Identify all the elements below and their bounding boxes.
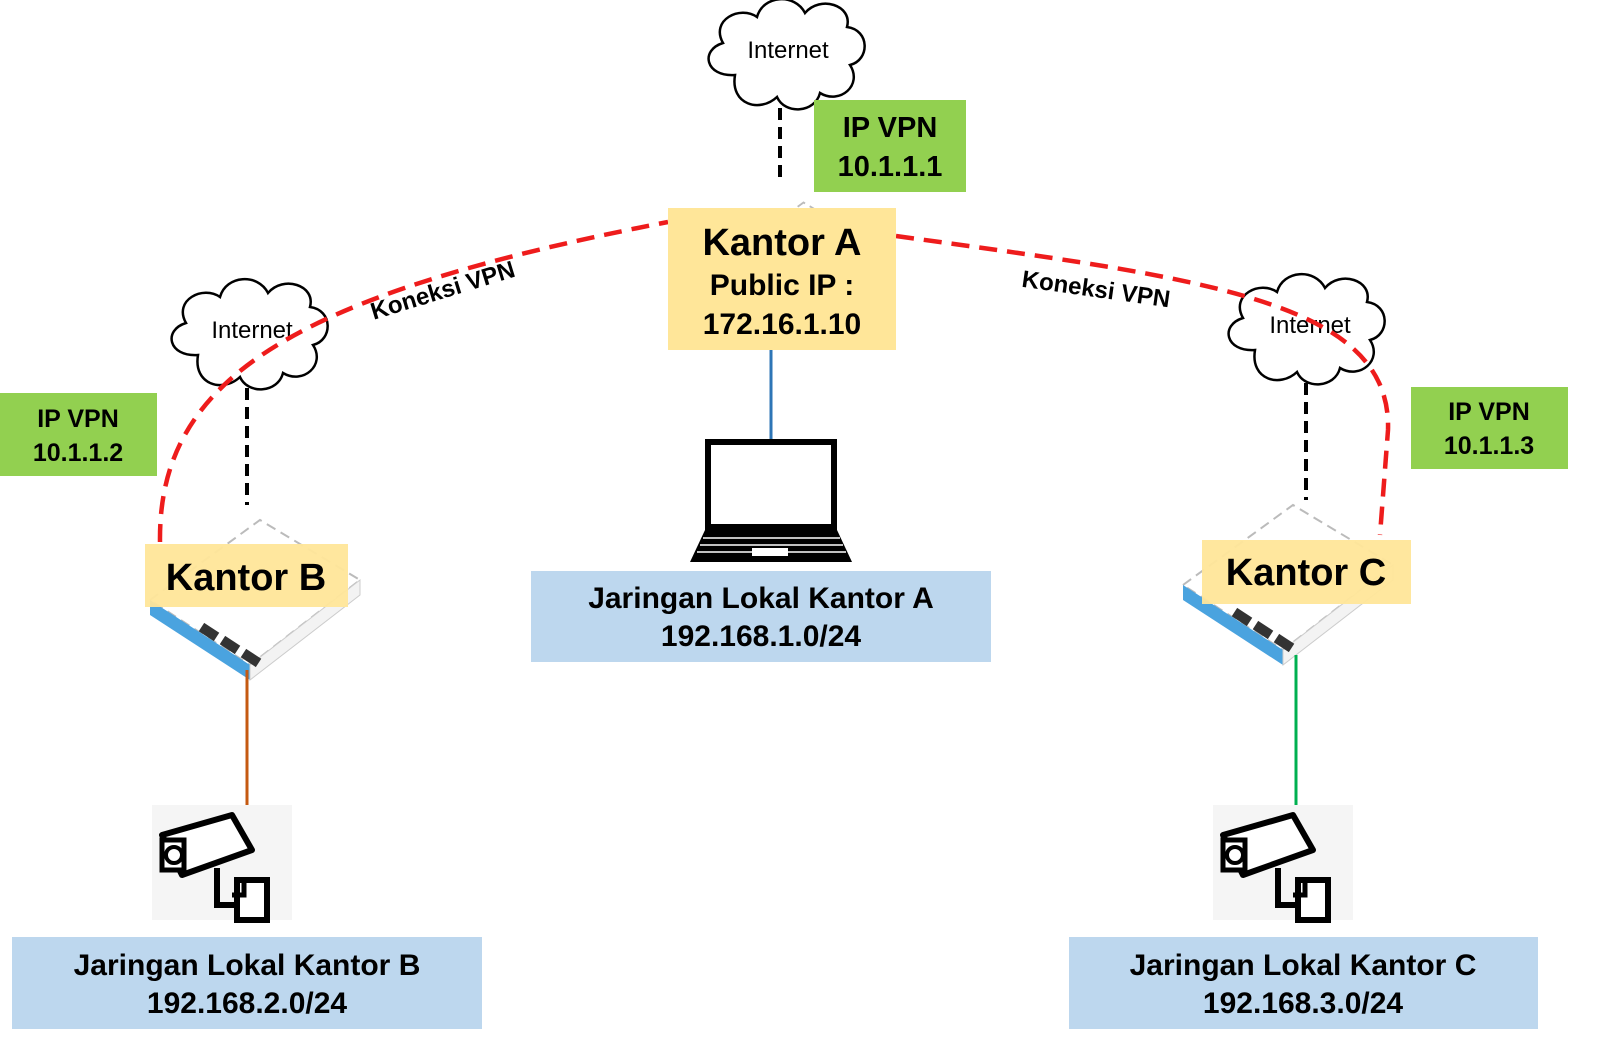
office-box-a: Kantor A Public IP : 172.16.1.10 <box>668 208 896 350</box>
lan-subnet: 192.168.2.0/24 <box>147 987 348 1020</box>
ip-vpn-address: 10.1.1.2 <box>33 439 123 467</box>
office-name: Kantor C <box>1226 552 1386 594</box>
ip-vpn-address: 10.1.1.1 <box>838 151 943 183</box>
lan-name: Jaringan Lokal Kantor C <box>1130 949 1477 982</box>
public-ip-value: 172.16.1.10 <box>703 308 861 341</box>
ip-vpn-box-a: IP VPN 10.1.1.1 <box>814 100 966 192</box>
lan-name: Jaringan Lokal Kantor B <box>74 949 421 982</box>
lan-box-a: Jaringan Lokal Kantor A 192.168.1.0/24 <box>531 571 991 662</box>
laptop-icon <box>690 439 852 562</box>
cloud-icon-b: Internet <box>170 277 329 391</box>
cloud-icon-a: Internet <box>707 0 866 111</box>
lan-name: Jaringan Lokal Kantor A <box>588 582 934 615</box>
vpn-link-right <box>895 233 1391 536</box>
lan-subnet: 192.168.1.0/24 <box>661 620 862 653</box>
lan-box-c: Jaringan Lokal Kantor C 192.168.3.0/24 <box>1069 937 1538 1029</box>
public-ip-label: Public IP : <box>710 269 854 302</box>
ip-vpn-box-b: IP VPN 10.1.1.2 <box>0 393 157 476</box>
ip-vpn-label: IP VPN <box>843 112 938 144</box>
lan-box-b: Jaringan Lokal Kantor B 192.168.2.0/24 <box>12 937 482 1029</box>
cloud-label: Internet <box>211 317 293 344</box>
cctv-camera-icon <box>152 805 292 920</box>
cctv-camera-icon <box>1213 805 1353 920</box>
lan-subnet: 192.168.3.0/24 <box>1203 987 1404 1020</box>
cloud-icon-c: Internet <box>1227 272 1386 386</box>
office-name: Kantor A <box>702 222 861 264</box>
ip-vpn-box-c: IP VPN 10.1.1.3 <box>1411 387 1568 469</box>
office-box-c: Kantor C <box>1202 540 1411 604</box>
ip-vpn-label: IP VPN <box>37 405 119 433</box>
cloud-label: Internet <box>747 37 829 64</box>
ip-vpn-label: IP VPN <box>1448 398 1530 426</box>
office-name: Kantor B <box>166 557 326 599</box>
ip-vpn-address: 10.1.1.3 <box>1444 432 1534 460</box>
office-box-b: Kantor B <box>145 544 348 607</box>
vpn-link-left <box>157 219 669 543</box>
